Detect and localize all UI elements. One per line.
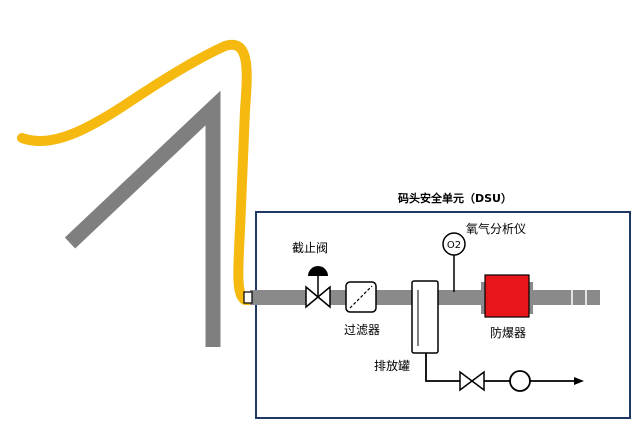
flame-arrestor-label: 防爆器 <box>490 325 526 340</box>
flow-arrow-icon <box>574 377 584 385</box>
pipe-segment <box>533 290 600 305</box>
o2-gauge-icon <box>442 232 466 256</box>
pump-icon <box>509 370 531 392</box>
shutoff-valve: 截止阀 <box>292 241 331 309</box>
dsu-frame <box>255 211 631 419</box>
drain-line <box>425 353 584 392</box>
drain-tank: 排放罐 <box>374 280 439 373</box>
pipe-segment <box>250 290 306 305</box>
loading-arm <box>64 90 221 347</box>
filter-element-icon <box>349 285 373 309</box>
oxygen-analyzer-label: 氧气分析仪 <box>466 221 526 236</box>
filter-label: 过滤器 <box>344 323 380 337</box>
pipe-segment <box>330 290 346 305</box>
hose-coupling <box>243 291 253 304</box>
transfer-hose <box>17 39 260 305</box>
flame-arrestor: 防爆器 <box>481 274 533 340</box>
drain-tank-body <box>411 280 439 354</box>
valve-actuator-icon <box>308 266 328 276</box>
dsu-title: 码头安全单元（DSU） <box>398 191 512 205</box>
filter: 过滤器 <box>344 281 380 337</box>
pipe-segment <box>376 290 412 305</box>
bowtie-valve-icon <box>305 285 331 309</box>
drain-valve-icon <box>459 370 485 392</box>
arrestor-flange <box>481 282 485 314</box>
oxygen-analyzer: O2 氧气分析仪 <box>442 221 526 292</box>
arrestor-flange <box>529 282 533 314</box>
o2-gauge-label: O2 <box>447 240 461 251</box>
loading-arm-shape <box>64 90 221 347</box>
shutoff-valve-label: 截止阀 <box>292 241 328 255</box>
drain-tank-label: 排放罐 <box>374 358 410 373</box>
pipe-segment <box>438 290 481 305</box>
main-pipe <box>250 290 600 305</box>
arrestor-body <box>484 274 530 318</box>
drain-pipe-line <box>425 353 460 382</box>
